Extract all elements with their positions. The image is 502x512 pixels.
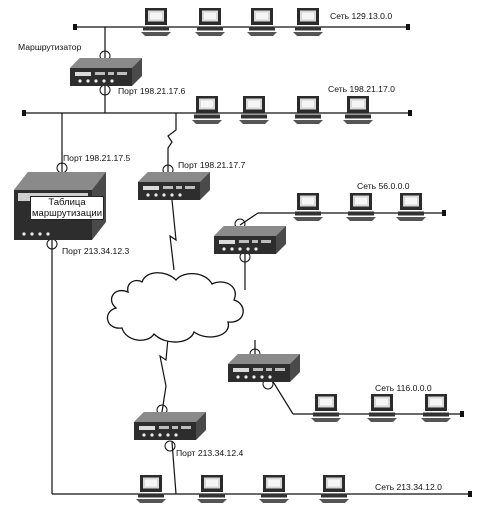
net-second-label: Сеть 198.21.17.0 (328, 84, 395, 94)
computer-icon (293, 8, 323, 36)
wan-cloud-icon (106, 272, 244, 343)
computer-icon (367, 394, 397, 422)
routing-table-line2: маршрутизации (32, 208, 102, 219)
net-56-label: Сеть 56.0.0.0 (357, 181, 410, 191)
computer-icon (141, 8, 171, 36)
computer-icon (195, 8, 225, 36)
port-bottom-label: Порт 213.34.12.4 (176, 448, 244, 458)
computer-icon (136, 475, 166, 503)
router-icon (214, 226, 286, 254)
computer-icon (319, 475, 349, 503)
routing-table-line1: Таблица (48, 197, 86, 208)
net-116-label: Сеть 116.0.0.0 (375, 383, 432, 393)
router-icon (134, 412, 206, 440)
computers-net-top (141, 8, 323, 36)
segment-end-marks (22, 24, 472, 497)
computer-icon (311, 394, 341, 422)
computer-icon (346, 193, 376, 221)
port-top-label: Порт 198.21.17.6 (118, 86, 186, 96)
computer-icon (343, 96, 373, 124)
port-big-down-label: Порт 213.34.12.3 (62, 246, 130, 256)
computers-net-bottom (136, 475, 349, 503)
port-mid-label: Порт 198.21.17.7 (178, 160, 246, 170)
device-links (51, 27, 294, 495)
computer-icon (396, 193, 426, 221)
computer-icon (259, 475, 289, 503)
net-bottom-label: Сеть 213.34.12.0 (375, 482, 442, 492)
port-big-up-label: Порт 198.21.17.5 (63, 153, 131, 163)
computers-net-56 (293, 193, 426, 221)
computer-icon (197, 475, 227, 503)
net-top-label: Сеть 129.13.0.0 (330, 11, 393, 21)
router-top-label: Маршрутизатор (18, 42, 82, 52)
router-icon (70, 58, 142, 86)
computer-icon (192, 96, 222, 124)
computer-icon (293, 193, 323, 221)
computers-net-second (192, 96, 373, 124)
computer-icon (421, 394, 451, 422)
routing-table-box: Таблица маршрутизации (30, 196, 104, 220)
computer-icon (293, 96, 323, 124)
computer-icon (247, 8, 277, 36)
router-icon (138, 172, 210, 200)
router-icon (228, 354, 300, 382)
computers-net-116 (311, 394, 451, 422)
computer-icon (239, 96, 269, 124)
